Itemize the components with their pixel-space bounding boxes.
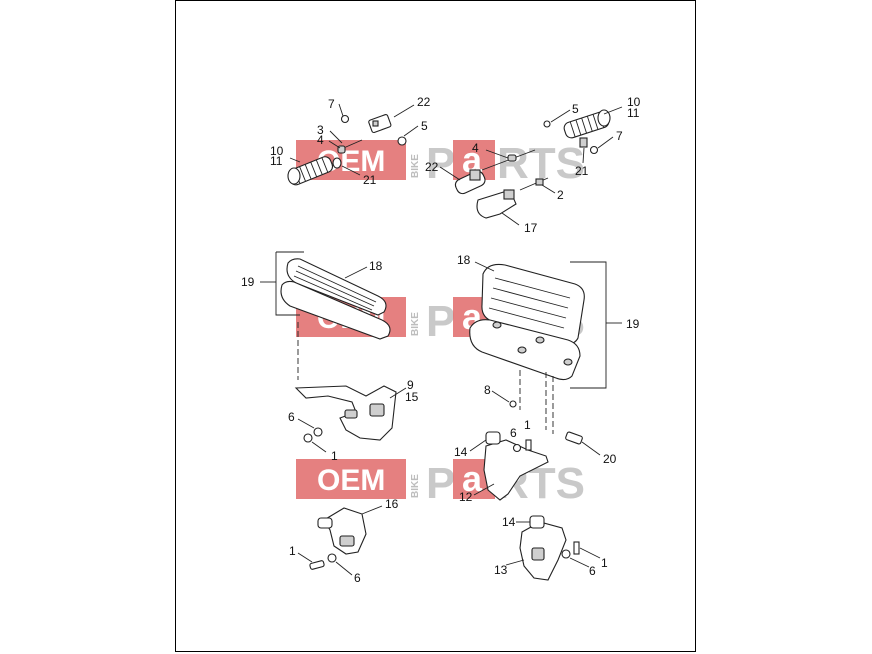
callout-8: 8: [484, 383, 491, 397]
callout-6: 6: [510, 426, 517, 440]
callout-21: 21: [363, 173, 377, 187]
right-bracket-assembly: [469, 390, 601, 501]
right-floorboard: [469, 261, 622, 434]
callout-12: 12: [459, 490, 473, 504]
callout-6: 6: [589, 564, 596, 578]
washer-21-right: [579, 137, 588, 148]
callout-5: 5: [421, 119, 428, 133]
callout-1: 1: [289, 544, 296, 558]
watermark-p: P: [426, 139, 455, 188]
callout-2: 2: [557, 188, 564, 202]
bolt-1-right: [525, 439, 532, 451]
callout-17: 17: [524, 221, 538, 235]
callout-20: 20: [603, 452, 617, 466]
callout-1: 1: [524, 418, 531, 432]
callout-19: 19: [626, 317, 640, 331]
callout-6: 6: [354, 571, 361, 585]
watermark-bike: BIKE: [410, 474, 421, 498]
watermark-p: P: [426, 459, 455, 508]
callout-10: 10: [627, 95, 641, 109]
callout-7: 7: [616, 129, 623, 143]
watermark-bike: BIKE: [410, 154, 421, 178]
callout-18: 18: [369, 259, 383, 273]
callout-1: 1: [331, 449, 338, 463]
callout-14: 14: [502, 515, 516, 529]
right-peg-assembly: [439, 106, 623, 226]
callout-4: 4: [317, 133, 324, 147]
pin-2-sleeve: [535, 178, 544, 186]
washer-6-bottom-left: [327, 553, 337, 563]
bracket-16: [323, 507, 367, 555]
peg-end-cap: [287, 167, 301, 185]
watermark-bottom: OEM BIKE P a RTS: [296, 458, 585, 508]
cap-5-right: [543, 120, 551, 128]
callout-5: 5: [572, 102, 579, 116]
watermark-bike: BIKE: [410, 312, 421, 336]
callout-14: 14: [454, 445, 468, 459]
callout-13: 13: [494, 563, 508, 577]
watermark-oem: OEM: [317, 464, 385, 497]
callout-22: 22: [425, 160, 439, 174]
peg-mount-block: [469, 169, 481, 181]
mount-17-tab: [503, 189, 515, 200]
spring-4-right: [507, 154, 517, 162]
callout-18: 18: [457, 253, 471, 267]
floorboard-pad-18-left: [286, 258, 387, 316]
bracket-13-assembly: [505, 515, 601, 581]
peg-end-cap-right: [597, 109, 611, 127]
washer-6-left-bracket: [313, 427, 323, 437]
bracket-9-15: [294, 385, 397, 441]
floorboard-base-left: [280, 280, 391, 340]
callout-4: 4: [472, 141, 479, 155]
callout-21: 21: [575, 164, 589, 178]
callout-1: 1: [601, 556, 608, 570]
bolt-1-left-bracket: [303, 433, 313, 443]
callout-19: 19: [241, 275, 255, 289]
washer-21-left: [332, 157, 342, 169]
left-bracket-assembly: [294, 385, 407, 453]
callout-16: 16: [385, 497, 399, 511]
callout-11: 11: [627, 106, 640, 120]
nut-7-left: [340, 114, 350, 124]
washer-6-right: [512, 443, 522, 453]
peg-mount-hole: [372, 120, 379, 127]
pivot-14-bottom: [529, 515, 545, 529]
bracket-16-assembly: [297, 505, 383, 576]
callout-9: 9: [407, 378, 414, 392]
nut-7-right: [589, 145, 599, 155]
stud-20: [565, 431, 583, 445]
pivot-14-right: [485, 431, 501, 445]
cap-5-left: [397, 136, 407, 146]
washer-8: [509, 400, 517, 408]
callout-15: 15: [405, 390, 419, 404]
washer-6-bottom-right: [561, 549, 571, 559]
left-peg-assembly: [287, 103, 419, 186]
watermark-p: P: [426, 297, 455, 346]
callout-7: 7: [328, 97, 335, 111]
callout-22: 22: [417, 95, 431, 109]
callout-3: 3: [317, 123, 324, 137]
callout-labels: 7 22 3 4 5 10 11 21 5 10 11 7 4 22 21 2 …: [241, 95, 641, 585]
peg-mount-left: [368, 114, 392, 134]
callout-10: 10: [270, 144, 284, 158]
bolt-1-bottom-right: [573, 541, 580, 555]
watermark-a: a: [462, 458, 483, 499]
left-floorboard: [260, 251, 391, 380]
bolt-1-bottom-left: [309, 560, 325, 570]
callout-6: 6: [288, 410, 295, 424]
diagram-frame: [175, 0, 696, 652]
callout-11: 11: [270, 154, 283, 168]
